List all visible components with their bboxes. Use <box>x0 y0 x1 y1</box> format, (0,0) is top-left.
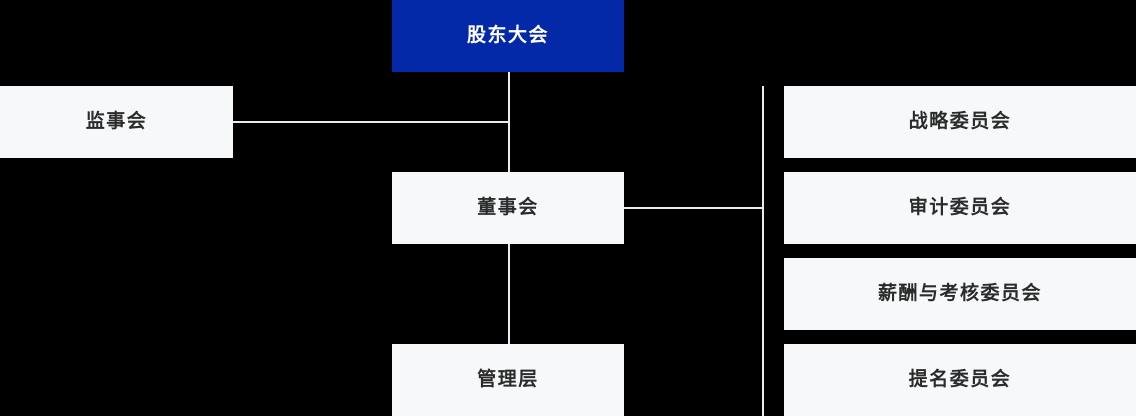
node-committee-nomination[interactable]: 提名委员会 <box>784 344 1136 416</box>
connector-trunk-to-supervisors <box>233 121 510 123</box>
connector-directors-to-management <box>508 244 510 344</box>
node-board-of-supervisors-label: 监事会 <box>85 110 148 132</box>
node-board-of-directors-label: 董事会 <box>477 196 539 218</box>
node-committee-nomination-label: 提名委员会 <box>908 368 1012 390</box>
connector-directors-to-committees <box>624 207 764 209</box>
node-committee-audit-label: 审计委员会 <box>908 196 1012 218</box>
node-board-of-directors[interactable]: 董事会 <box>392 172 624 244</box>
node-committee-compensation-and-appraisal[interactable]: 薪酬与考核委员会 <box>784 258 1136 330</box>
node-management[interactable]: 管理层 <box>392 344 624 416</box>
node-shareholders-meeting-label: 股东大会 <box>466 24 549 46</box>
node-committee-strategy-label: 战略委员会 <box>908 110 1012 132</box>
node-committee-compensation-and-appraisal-label: 薪酬与考核委员会 <box>877 282 1042 304</box>
node-board-of-supervisors[interactable]: 监事会 <box>0 86 233 158</box>
node-committee-strategy[interactable]: 战略委员会 <box>784 86 1136 158</box>
node-management-label: 管理层 <box>477 368 539 390</box>
connector-committee-rail <box>762 86 764 416</box>
node-committee-audit[interactable]: 审计委员会 <box>784 172 1136 244</box>
node-shareholders-meeting[interactable]: 股东大会 <box>392 0 624 72</box>
